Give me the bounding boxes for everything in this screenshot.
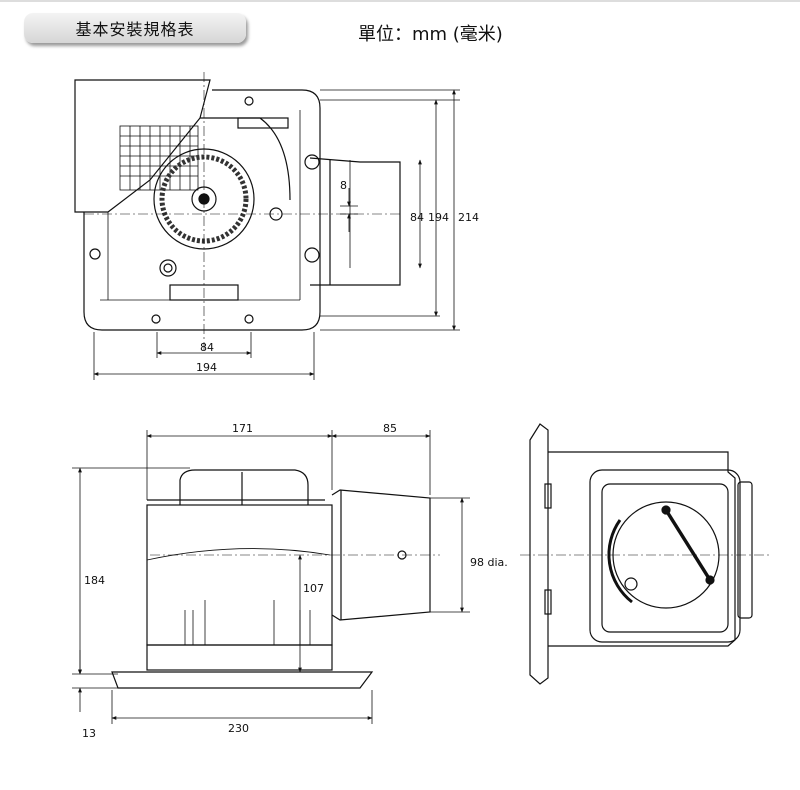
dim-84-vertical: 84 [410,211,424,224]
spec-title: 基本安裝規格表 [75,20,195,39]
front-view-drawing [520,423,770,685]
dim-194-horizontal: 194 [196,361,217,374]
dim-84-horizontal: 84 [200,341,214,354]
dim-8: 8 [340,179,347,192]
dim-13: 13 [82,727,96,740]
front-panel-edge [529,423,549,685]
dim-85: 85 [383,422,397,435]
dim-184: 184 [84,574,105,587]
top-view-dimensions [93,89,460,380]
side-view-drawing [111,469,440,689]
grille-pattern [119,125,199,191]
side-housing [146,504,333,646]
grille-plate [111,671,374,689]
front-outlet-frame [589,469,741,643]
dim-98-dia: 98 dia. [470,556,508,569]
housing-outline [83,89,321,331]
side-view-dimensions [72,430,470,724]
dim-214: 214 [458,211,479,224]
duct-outline [309,157,401,286]
top-view-drawing [74,72,401,350]
dim-107: 107 [303,582,324,595]
dim-230: 230 [228,722,249,735]
dim-171: 171 [232,422,253,435]
unit-label: 單位：mm (毫米) [358,24,503,45]
spec-title-tab: 基本安裝規格表 [24,13,246,43]
motor-cap [179,469,309,505]
damper-blade [664,509,712,581]
front-housing [548,451,736,647]
dim-194-vertical: 194 [428,211,449,224]
